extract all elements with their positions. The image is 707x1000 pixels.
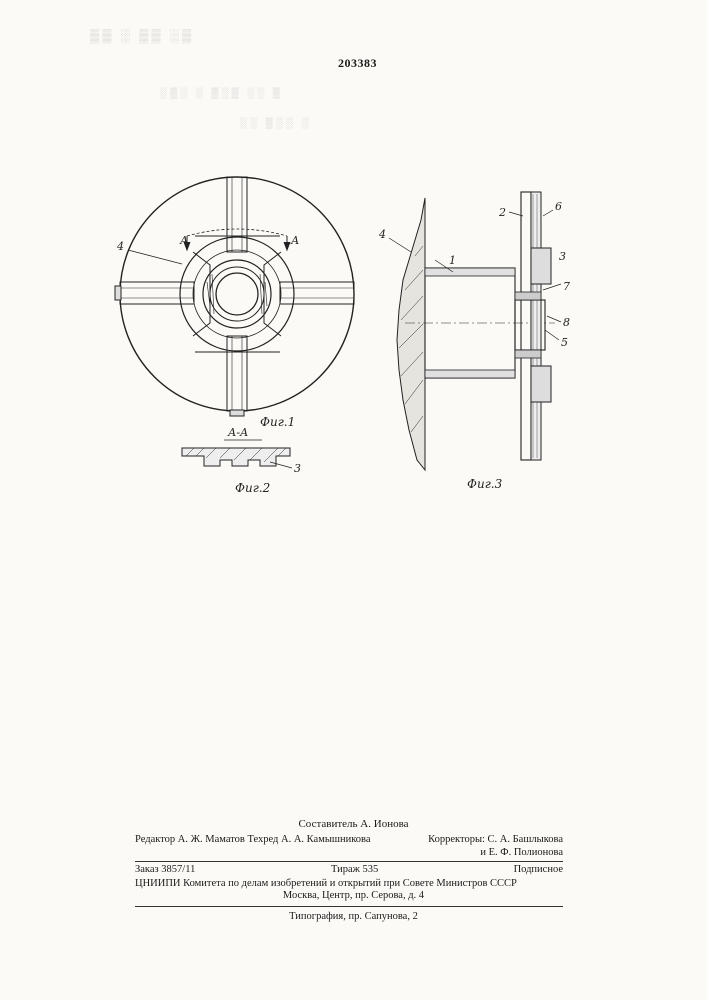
fig2-label-3: 3	[294, 462, 301, 475]
fig2-section	[182, 448, 292, 468]
fig1-caption: Фиг.1	[260, 415, 295, 429]
circulation: Тираж 535	[331, 864, 378, 875]
fig2-section-title: А-А	[227, 426, 248, 439]
printing-house: Типография, пр. Сапунова, 2	[0, 911, 707, 922]
faint-stamp-marks: ▒▒ ░ ▒▒ ░▒	[90, 28, 194, 44]
fig1-label-4: 4	[116, 240, 124, 253]
editor-row: Редактор А. Ж. Маматов Техред А. А. Камы…	[135, 834, 563, 845]
fig3-label-3: 3	[559, 250, 566, 263]
fig3-label-5: 5	[561, 336, 568, 349]
address: Москва, Центр, пр. Серова, д. 4	[0, 890, 707, 901]
correctors-line-1: Корректоры: С. А. Башлыкова	[428, 834, 563, 845]
fig1-disc	[115, 177, 354, 416]
compiler-line: Составитель А. Ионова	[0, 818, 707, 830]
fig3-label-7: 7	[563, 280, 570, 293]
fig3-caption: Фиг.3	[467, 477, 503, 491]
fig3-label-8: 8	[563, 316, 570, 329]
imprint-rule-top	[135, 861, 563, 862]
figure-1-2-drawing: 4 А А Фиг.1 А-А 3 Фиг.2	[100, 170, 370, 510]
fig2-caption: Фиг.2	[235, 481, 270, 495]
fig1-section-a-right: А	[290, 234, 299, 247]
fig3-wall	[389, 192, 561, 470]
fig3-label-6: 6	[555, 200, 562, 213]
fig3-label-1: 1	[449, 254, 456, 267]
faint-header-marks: ░▒░ ░ ▒░▒ ░░ ▒	[160, 88, 283, 99]
fig3-label-2: 2	[498, 206, 506, 219]
fig3-label-4: 4	[378, 228, 386, 241]
editor-text: Редактор А. Ж. Маматов Техред А. А. Камы…	[135, 834, 371, 845]
fig1-section-a-left: А	[179, 234, 188, 247]
correctors-line-2: и Е. Ф. Полионова	[480, 847, 563, 858]
order-number: Заказ 3857/11	[135, 864, 195, 875]
faint-header-marks-2: ░░ ▒░░ ░	[240, 118, 312, 129]
imprint-rule-bottom	[135, 906, 563, 907]
patent-number: 203383	[338, 56, 377, 71]
subscription: Подписное	[514, 864, 563, 875]
figure-3-drawing: 4 1 2 6 3 7 8 5 Фиг.3	[375, 180, 585, 500]
organization: ЦНИИПИ Комитета по делам изобретений и о…	[135, 877, 563, 890]
